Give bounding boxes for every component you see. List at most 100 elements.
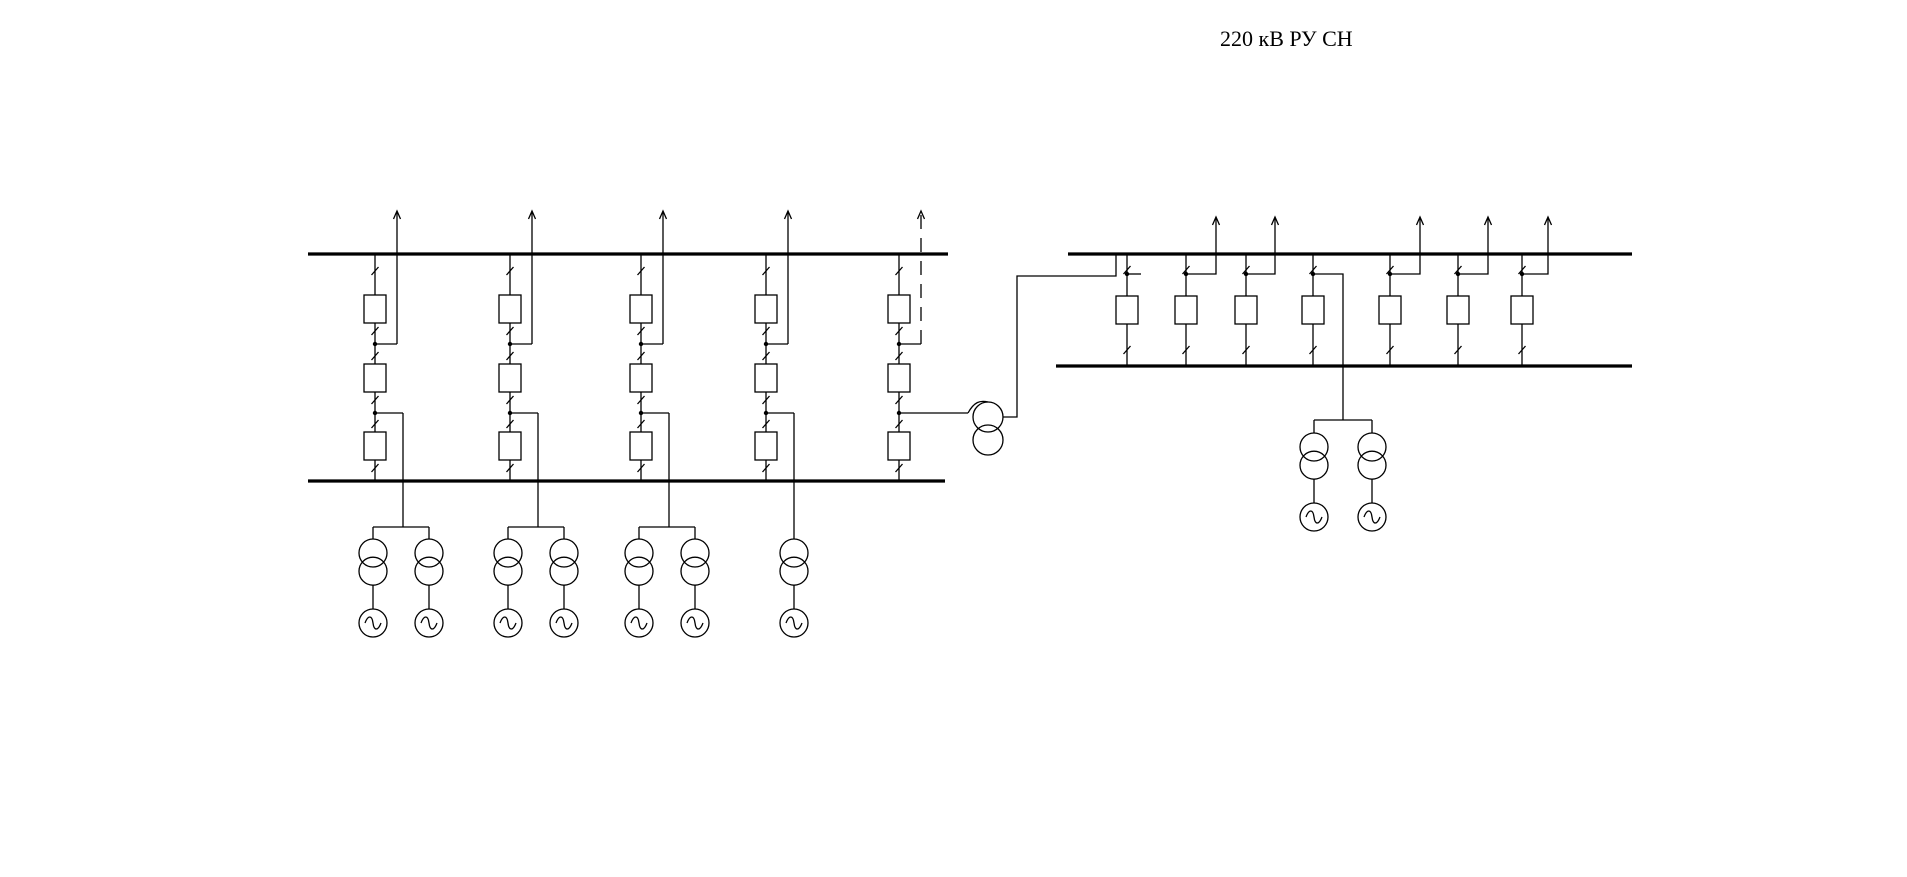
transformer-winding [1299, 432, 1329, 462]
disconnector-mark [895, 463, 903, 473]
generator-sine-icon [555, 616, 573, 630]
generator-sine-icon [420, 616, 438, 630]
transformer-winding [624, 556, 654, 586]
disconnector-mark [506, 463, 514, 473]
disconnector-mark [506, 266, 514, 276]
disconnector-mark [371, 351, 379, 361]
disconnector-mark [506, 326, 514, 336]
transformer-winding [358, 556, 388, 586]
transformer-winding [358, 538, 388, 568]
generator-icon [779, 608, 809, 638]
disconnector-mark [637, 395, 645, 405]
generator-sine-icon [499, 616, 517, 630]
disconnector-mark [1454, 265, 1462, 275]
circuit-breaker [754, 363, 778, 393]
disconnector-mark [1242, 265, 1250, 275]
disconnector-mark [371, 419, 379, 429]
disconnector-mark [1386, 345, 1394, 355]
generator-icon [549, 608, 579, 638]
outgoing-line [1390, 218, 1421, 275]
transformer-winding [493, 556, 523, 586]
circuit-breaker [498, 294, 522, 324]
generator-icon [624, 608, 654, 638]
transformer-winding [680, 556, 710, 586]
outgoing-line-arrow [658, 209, 668, 220]
disconnector-mark [762, 266, 770, 276]
generator-icon [358, 608, 388, 638]
generator-sine-icon [686, 616, 704, 630]
disconnector-mark [895, 351, 903, 361]
generator-feeder [1313, 273, 1344, 420]
disconnector-mark [1123, 265, 1131, 275]
disconnector-mark [371, 463, 379, 473]
circuit-breaker [1446, 295, 1470, 325]
generator-sine-icon [364, 616, 382, 630]
disconnector-mark [1309, 345, 1317, 355]
outgoing-line-arrow [392, 209, 402, 220]
circuit-breaker [363, 431, 387, 461]
outgoing-line-arrow [1211, 215, 1221, 226]
circuit-breaker [887, 363, 911, 393]
circuit-breaker [363, 363, 387, 393]
disconnector-mark [637, 351, 645, 361]
generator-sine-icon [1305, 510, 1323, 524]
disconnector-mark [762, 326, 770, 336]
transformer-winding [414, 556, 444, 586]
circuit-breaker [629, 431, 653, 461]
generator-icon [1357, 502, 1387, 532]
transformer-winding [779, 556, 809, 586]
right-switchgear-220kv [1056, 215, 1632, 532]
outgoing-line-arrow [1483, 215, 1493, 226]
coupling-autotransformer [967, 254, 1117, 456]
generator-icon [493, 608, 523, 638]
disconnector-mark [762, 395, 770, 405]
generator-icon [680, 608, 710, 638]
disconnector-mark [1242, 345, 1250, 355]
disconnector-mark [371, 326, 379, 336]
outgoing-line-arrow [1415, 215, 1425, 226]
disconnector-mark [506, 419, 514, 429]
disconnector-mark [637, 326, 645, 336]
circuit-breaker [1234, 295, 1258, 325]
disconnector-mark [1454, 345, 1462, 355]
autotransformer-winding [972, 424, 1004, 456]
circuit-breaker [887, 294, 911, 324]
circuit-breaker [498, 431, 522, 461]
circuit-breaker [363, 294, 387, 324]
circuit-breaker [629, 294, 653, 324]
disconnector-mark [1518, 345, 1526, 355]
disconnector-mark [895, 326, 903, 336]
outgoing-line-arrow [1270, 215, 1280, 226]
circuit-breaker [754, 431, 778, 461]
outgoing-line [1522, 218, 1549, 275]
transformer-winding [680, 538, 710, 568]
disconnector-mark [1182, 265, 1190, 275]
disconnector-mark [895, 419, 903, 429]
transformer-winding [779, 538, 809, 568]
circuit-breaker [1174, 295, 1198, 325]
circuit-breaker [887, 431, 911, 461]
disconnector-mark [1386, 265, 1394, 275]
disconnector-mark [762, 351, 770, 361]
disconnector-mark [1309, 265, 1317, 275]
disconnector-mark [762, 463, 770, 473]
generator-icon [414, 608, 444, 638]
transformer-winding [1357, 432, 1387, 462]
generator-sine-icon [1363, 510, 1381, 524]
outgoing-line [1186, 218, 1217, 275]
outgoing-line-arrow [1543, 215, 1553, 226]
disconnector-mark [895, 266, 903, 276]
transformer-winding [1357, 450, 1387, 480]
coupling-link [1003, 254, 1117, 418]
transformer-winding [493, 538, 523, 568]
disconnector-mark [1123, 345, 1131, 355]
transformer-winding [549, 538, 579, 568]
disconnector-mark [371, 266, 379, 276]
disconnector-mark [637, 463, 645, 473]
circuit-breaker [1510, 295, 1534, 325]
circuit-breaker [629, 363, 653, 393]
disconnector-mark [506, 395, 514, 405]
circuit-breaker [498, 363, 522, 393]
disconnector-mark [506, 351, 514, 361]
